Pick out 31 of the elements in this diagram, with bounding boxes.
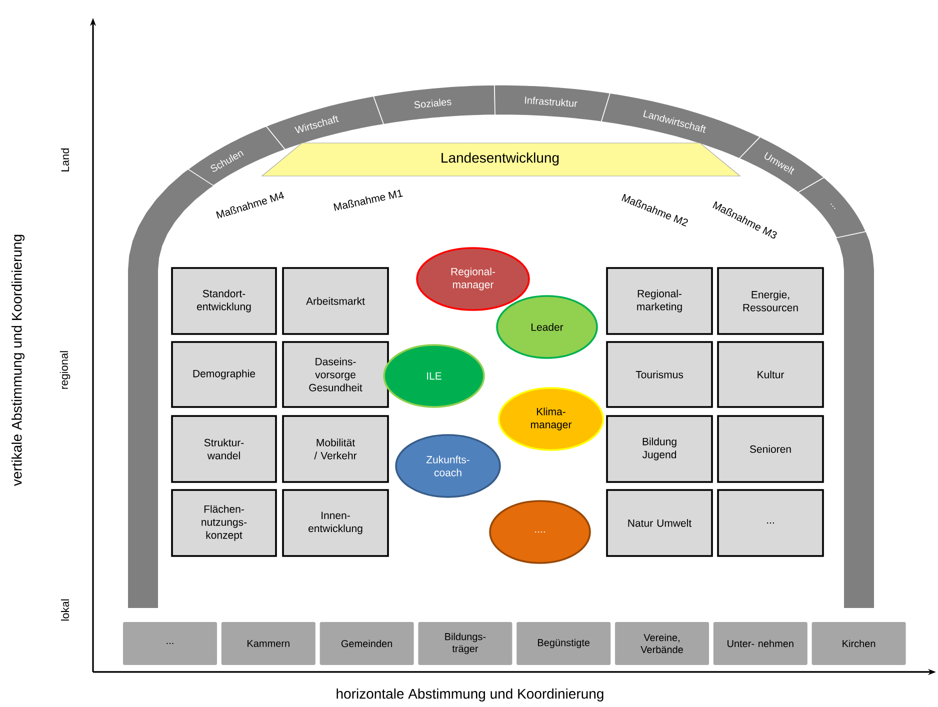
axis-title: vertikale Abstimmung und Koordinierung <box>11 234 25 486</box>
topic-box: Senioren <box>717 415 824 483</box>
arch-segment: Infrastruktur <box>494 84 611 122</box>
actor-box: Vereine, Verbände <box>615 622 709 665</box>
topic-box: Kultur <box>717 341 824 408</box>
topic-box: Tourismus <box>606 341 713 408</box>
actor-box: Kammern <box>221 622 316 665</box>
topic-box: Daseins- vorsorge Gesundheit <box>282 341 389 408</box>
measure-label: Maßnahme M1 <box>334 190 403 211</box>
actor-box: ... <box>123 622 217 665</box>
topic-box: Natur Umwelt <box>606 489 713 557</box>
topic-box: Standort- entwicklung <box>171 267 277 335</box>
topic-box: Flächen- nutzungs- konzept <box>171 489 277 557</box>
axis-tick-label: regional <box>60 351 70 389</box>
topic-box: ... <box>717 489 824 557</box>
topic-box: Arbeitsmarkt <box>282 267 389 335</box>
topic-box: Innen- entwicklung <box>282 489 389 557</box>
actor-box: Gemeinden <box>320 622 414 665</box>
topic-box: Demographie <box>171 341 277 408</box>
actor-box: Bildungs- träger <box>418 622 512 665</box>
topic-box: Energie, Ressourcen <box>717 267 824 335</box>
axis-tick-label: lokal <box>60 599 70 621</box>
topic-box: Mobilität / Verkehr <box>282 415 389 483</box>
actor-box: Unter- nehmen <box>713 622 808 665</box>
topic-box: Bildung Jugend <box>606 415 713 483</box>
actor-box: Begünstigte <box>516 622 611 665</box>
topic-box: Struktur- wandel <box>171 415 277 483</box>
topic-box: Regional- marketing <box>606 267 713 335</box>
axis-tick-label: Land <box>60 148 70 172</box>
axis-title: horizontale Abstimmung und Koordinierung <box>336 688 604 702</box>
actor-box: Kirchen <box>812 622 906 665</box>
